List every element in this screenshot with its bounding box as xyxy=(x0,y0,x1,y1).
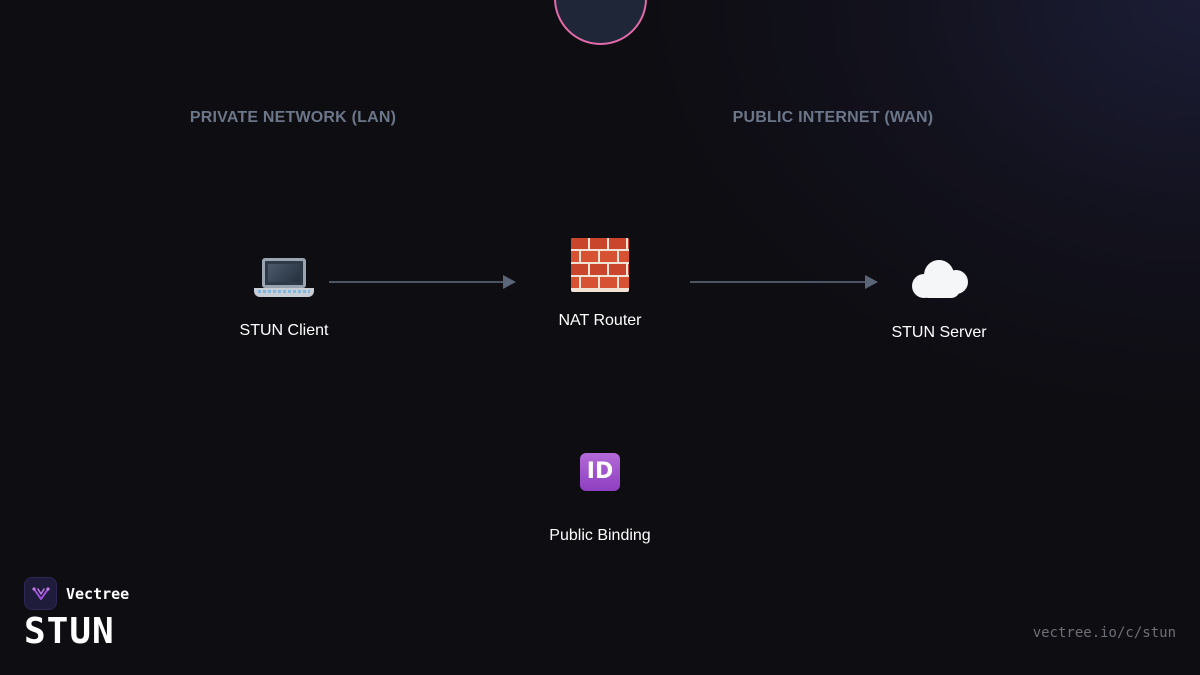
node-label: STUN Server xyxy=(891,324,987,341)
brand: Vectree xyxy=(24,577,129,610)
zone-label-private: PRIVATE NETWORK (LAN) xyxy=(189,109,397,126)
footer-url: vectree.io/c/stun xyxy=(1032,625,1176,641)
brick-wall-icon xyxy=(571,238,629,292)
node-public-binding: ID Public Binding xyxy=(500,453,700,545)
node-label: NAT Router xyxy=(558,312,642,329)
node-label: STUN Client xyxy=(239,322,329,339)
connector-client-to-router xyxy=(329,275,516,289)
node-nat-router: NAT Router xyxy=(500,238,700,330)
connector-router-to-server xyxy=(690,275,878,289)
node-label: Public Binding xyxy=(549,527,651,544)
laptop-icon xyxy=(254,254,314,300)
brand-name: Vectree xyxy=(66,584,130,603)
vectree-logo-icon xyxy=(24,577,57,610)
cloud-icon xyxy=(908,258,970,298)
node-stun-server: STUN Server xyxy=(839,250,1039,342)
top-circle-decoration xyxy=(554,0,647,45)
id-badge-icon: ID xyxy=(580,453,620,491)
node-stun-client: STUN Client xyxy=(184,254,384,340)
page-title: STUN xyxy=(24,611,115,652)
zone-label-public: PUBLIC INTERNET (WAN) xyxy=(732,109,934,126)
